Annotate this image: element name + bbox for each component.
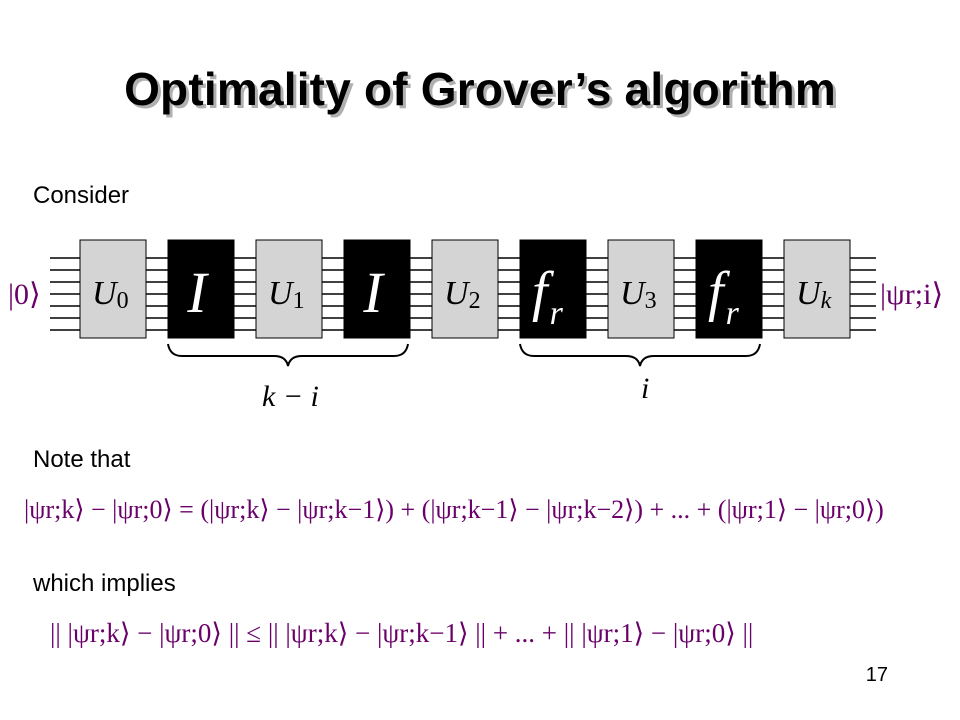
page-title: Optimality of Grover’s algorithm [124,63,836,115]
brace-right [519,343,761,367]
which-implies-label: which implies [33,570,176,597]
svg-text:|ψr;i⟩: |ψr;i⟩ [880,278,943,311]
consider-label: Consider [33,182,130,209]
note-that-label: Note that [33,446,131,473]
telescoping-equation-text: |ψr;k⟩ − |ψr;0⟩ = (|ψr;k⟩ − |ψr;k−1⟩) + … [24,495,884,524]
brace-left [167,343,409,367]
gate-f-r-5: fr [519,239,587,339]
gate-f-r-7: fr [695,239,763,339]
slide-number: 17 [865,664,888,686]
title-container: Optimality of Grover’s algorithm [0,62,960,116]
gate-i-3: I [343,239,411,339]
telescoping-equation: |ψr;k⟩ − |ψr;0⟩ = (|ψr;k⟩ − |ψr;k−1⟩) + … [24,495,884,525]
output-state: |ψr;i⟩ [880,278,943,311]
gate-u-0-0: U0 [79,239,147,339]
gate-i-1: I [167,239,235,339]
gate-u-3-6: U3 [607,239,675,339]
input-state: |0⟩ [8,278,41,311]
brace-left-label: k − i [262,380,319,413]
gate-label: I [362,260,385,325]
triangle-inequality: || |ψr;k⟩ − |ψr;0⟩ || ≤ || |ψr;k⟩ − |ψr;… [50,618,753,649]
gate-u-1-2: U1 [255,239,323,339]
gate-u-k-8: Uk [783,239,851,339]
brace-right-label: i [641,372,649,405]
triangle-inequality-text: || |ψr;k⟩ − |ψr;0⟩ || ≤ || |ψr;k⟩ − |ψr;… [50,618,754,648]
gate-label: I [186,260,209,325]
gate-u-2-4: U2 [431,239,499,339]
